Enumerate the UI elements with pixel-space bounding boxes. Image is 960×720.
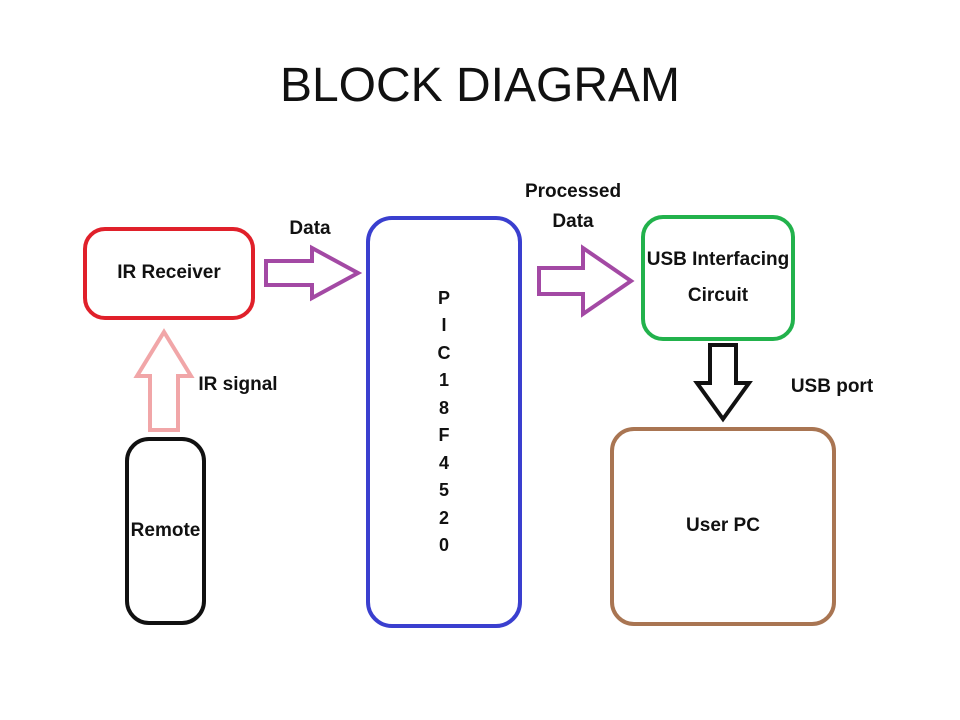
usb-interfacing-label-line2: Circuit [687,285,749,306]
user-pc-label: User PC [686,515,760,537]
ir-signal-arrow [133,328,195,432]
ir-signal-label: IR signal [198,374,278,395]
usb-port-label: USB port [790,376,874,397]
pic-label-char: 1 [438,370,449,390]
pic-label-char: 5 [438,480,449,500]
processed-data-label-line2: Data [552,211,594,233]
processed-data-arrow [537,244,635,318]
pic-label-char: I [441,315,447,335]
ir-receiver-label: IR Receiver [117,262,221,284]
usb-interfacing-block: USB Interfacing Circuit [641,215,795,341]
user-pc-block: User PC [610,427,836,626]
pic-label-char: 2 [438,507,449,528]
pic-label-char: C [437,342,451,363]
data-label: Data [289,218,331,239]
usb-interfacing-label-line1: USB Interfacing [646,248,790,270]
remote-block: Remote [125,437,206,625]
pic-label-char: 4 [438,452,449,473]
processed-data-label-line1: Processed [524,181,622,202]
ir-receiver-block: IR Receiver [83,227,255,320]
pic-label-char: 0 [438,535,449,555]
data-arrow [264,244,363,302]
remote-label: Remote [130,519,201,541]
pic-label-char: P [437,287,450,308]
pic-label-char: F [438,425,450,445]
page-title: BLOCK DIAGRAM [279,59,681,112]
usb-port-arrow [693,343,753,423]
processed-data-label: Processed Data [522,177,624,238]
pic-label-char: 8 [438,397,449,418]
